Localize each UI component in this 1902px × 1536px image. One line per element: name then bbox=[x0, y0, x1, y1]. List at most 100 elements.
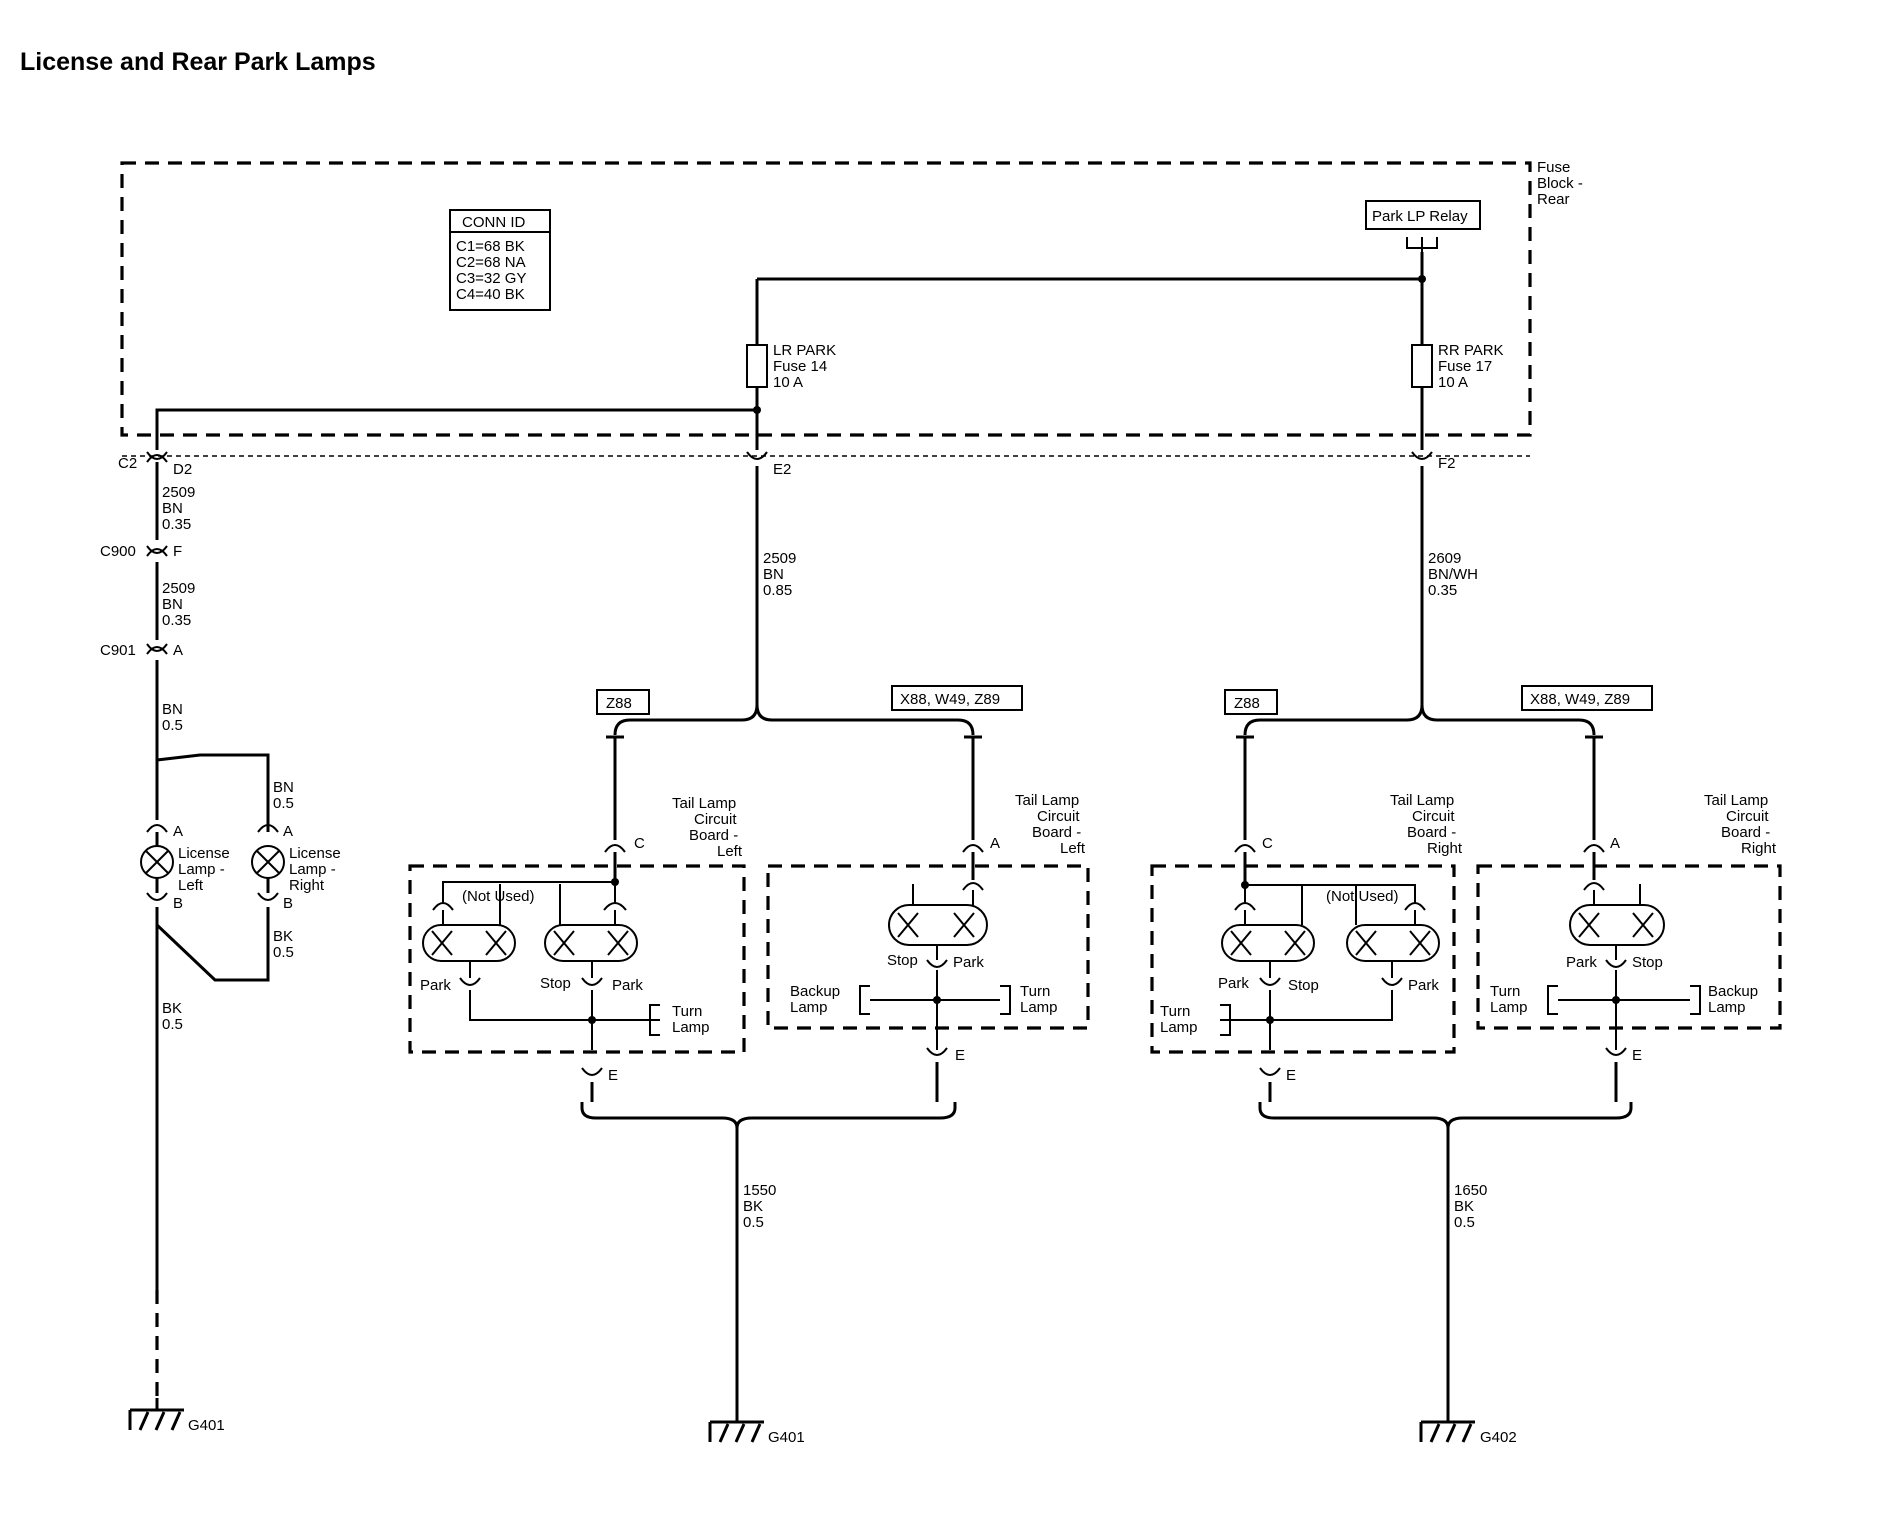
connector-c901: C901 A bbox=[100, 642, 183, 659]
conn-id-table: CONN ID C1=68 BK C2=68 NA C3=32 GY C4=40… bbox=[449, 209, 551, 311]
bulb-label: Park bbox=[1566, 954, 1597, 971]
ground-label: G402 bbox=[1480, 1429, 1517, 1446]
connector-f2-label: F2 bbox=[1438, 455, 1456, 472]
wire-label: BK bbox=[162, 1000, 182, 1017]
wire-label: 0.5 bbox=[162, 1016, 183, 1033]
connector-a-label: A bbox=[173, 823, 183, 840]
fuse-rr-num: Fuse 17 bbox=[1438, 358, 1492, 375]
wire-label: 2509 bbox=[162, 580, 195, 597]
bulb-label: Park bbox=[1408, 977, 1439, 994]
option-label: Z88 bbox=[1234, 695, 1260, 712]
board-label: Circuit bbox=[694, 811, 737, 828]
connector-b-label: B bbox=[283, 895, 293, 912]
wire-label: 1650 bbox=[1454, 1182, 1487, 1199]
wire-label: 1550 bbox=[743, 1182, 776, 1199]
connector-e2-label: E2 bbox=[773, 461, 791, 478]
wire-label: 0.5 bbox=[743, 1214, 764, 1231]
backup-lamp-label: Backup bbox=[790, 983, 840, 1000]
wire-label: 2509 bbox=[162, 484, 195, 501]
connector-c2-label: C2 bbox=[118, 455, 137, 472]
board-label: Board - bbox=[1407, 824, 1456, 841]
fuse-block-label-1: Fuse bbox=[1537, 159, 1570, 176]
lamp-label: License bbox=[178, 845, 230, 862]
wire-label: 0.5 bbox=[1454, 1214, 1475, 1231]
connector-e-label: E bbox=[1286, 1067, 1296, 1084]
board-label: Tail Lamp bbox=[1704, 792, 1768, 809]
ground-g401-license: G401 bbox=[128, 1398, 225, 1434]
fuse-block-label-2: Block - bbox=[1537, 175, 1583, 192]
fuse-rr-amp: 10 A bbox=[1438, 374, 1468, 391]
board-label: Left bbox=[717, 843, 743, 860]
page-title: License and Rear Park Lamps bbox=[20, 48, 376, 76]
board-label: Board - bbox=[689, 827, 738, 844]
backup-lamp-label: Lamp bbox=[1708, 999, 1746, 1016]
wire-label: 0.35 bbox=[162, 612, 191, 629]
ground-label: G401 bbox=[188, 1417, 225, 1434]
fuse-lr-name: LR PARK bbox=[773, 342, 836, 359]
conn-id-row: C2=68 NA bbox=[456, 254, 526, 271]
wire-label: BN bbox=[162, 701, 183, 718]
tail-lamp-board-right-z88: Tail Lamp Circuit Board - Right C (Not U… bbox=[1150, 792, 1463, 1084]
backup-lamp-label: Backup bbox=[1708, 983, 1758, 1000]
wire-label: 0.5 bbox=[273, 795, 294, 812]
relay-label: Park LP Relay bbox=[1372, 208, 1468, 225]
conn-id-header: CONN ID bbox=[462, 214, 526, 231]
license-lamp-left: A B License Lamp - Left bbox=[140, 760, 230, 912]
board-label: Tail Lamp bbox=[672, 795, 736, 812]
board-label: Circuit bbox=[1412, 808, 1455, 825]
board-label: Right bbox=[1427, 840, 1463, 857]
board-label: Tail Lamp bbox=[1390, 792, 1454, 809]
turn-lamp-label: Turn bbox=[1020, 983, 1050, 1000]
board-label: Left bbox=[1060, 840, 1086, 857]
wire-label: BN bbox=[162, 500, 183, 517]
option-label: X88, W49, Z89 bbox=[1530, 691, 1630, 708]
turn-lamp-label: Lamp bbox=[1160, 1019, 1198, 1036]
ground-label: G401 bbox=[768, 1429, 805, 1446]
connector-c901-label: C901 bbox=[100, 642, 136, 659]
license-lamp-right: A B License Lamp - Right bbox=[251, 823, 341, 912]
wire-label: BN/WH bbox=[1428, 566, 1478, 583]
option-z88-right: Z88 bbox=[1224, 689, 1278, 715]
turn-lamp-label: Turn bbox=[1160, 1003, 1190, 1020]
bulb-label: Park bbox=[1218, 975, 1249, 992]
bulb-label: Stop bbox=[887, 952, 918, 969]
option-z88-left: Z88 bbox=[596, 689, 650, 715]
option-x88-left: X88, W49, Z89 bbox=[891, 685, 1023, 711]
connector-f2: F2 bbox=[1411, 451, 1456, 472]
tail-lamp-board-right-x88: Tail Lamp Circuit Board - Right A Park S… bbox=[1476, 792, 1782, 1064]
connector-e-label: E bbox=[608, 1067, 618, 1084]
turn-lamp-label: Turn bbox=[1490, 983, 1520, 1000]
lamp-label: License bbox=[289, 845, 341, 862]
wire-label: 2509 bbox=[763, 550, 796, 567]
wire-label: 0.35 bbox=[1428, 582, 1457, 599]
board-label: Board - bbox=[1721, 824, 1770, 841]
board-label: Circuit bbox=[1726, 808, 1769, 825]
turn-lamp-label: Turn bbox=[672, 1003, 702, 1020]
not-used-label: (Not Used) bbox=[1326, 888, 1399, 905]
option-label: X88, W49, Z89 bbox=[900, 691, 1000, 708]
tail-lamp-board-left-z88: Tail Lamp Circuit Board - Left C (Not Us… bbox=[408, 795, 746, 1084]
connector-e-label: E bbox=[955, 1047, 965, 1064]
turn-lamp-label: Lamp bbox=[1020, 999, 1058, 1016]
connector-c900: C900 F bbox=[100, 543, 182, 560]
fuse-block-label-3: Rear bbox=[1537, 191, 1570, 208]
fuse-rr-park: RR PARK Fuse 17 10 A bbox=[1411, 342, 1504, 391]
conn-id-row: C4=40 BK bbox=[456, 286, 525, 303]
bulb-label: Park bbox=[953, 954, 984, 971]
board-label: Circuit bbox=[1037, 808, 1080, 825]
bulb-label: Stop bbox=[1288, 977, 1319, 994]
connector-b-label: B bbox=[173, 895, 183, 912]
connector-c900-label: C900 bbox=[100, 543, 136, 560]
board-label: Tail Lamp bbox=[1015, 792, 1079, 809]
connector-c2-d2: C2 D2 bbox=[118, 451, 192, 478]
option-x88-right: X88, W49, Z89 bbox=[1521, 685, 1653, 711]
conn-id-row: C1=68 BK bbox=[456, 238, 525, 255]
fuse-lr-amp: 10 A bbox=[773, 374, 803, 391]
lamp-label: Right bbox=[289, 877, 325, 894]
connector-e2: E2 bbox=[746, 451, 791, 478]
connector-d2-label: D2 bbox=[173, 461, 192, 478]
wire-label: BK bbox=[1454, 1198, 1474, 1215]
bulb-label: Park bbox=[612, 977, 643, 994]
bulb-label: Park bbox=[420, 977, 451, 994]
lamp-label: Lamp - bbox=[178, 861, 225, 878]
